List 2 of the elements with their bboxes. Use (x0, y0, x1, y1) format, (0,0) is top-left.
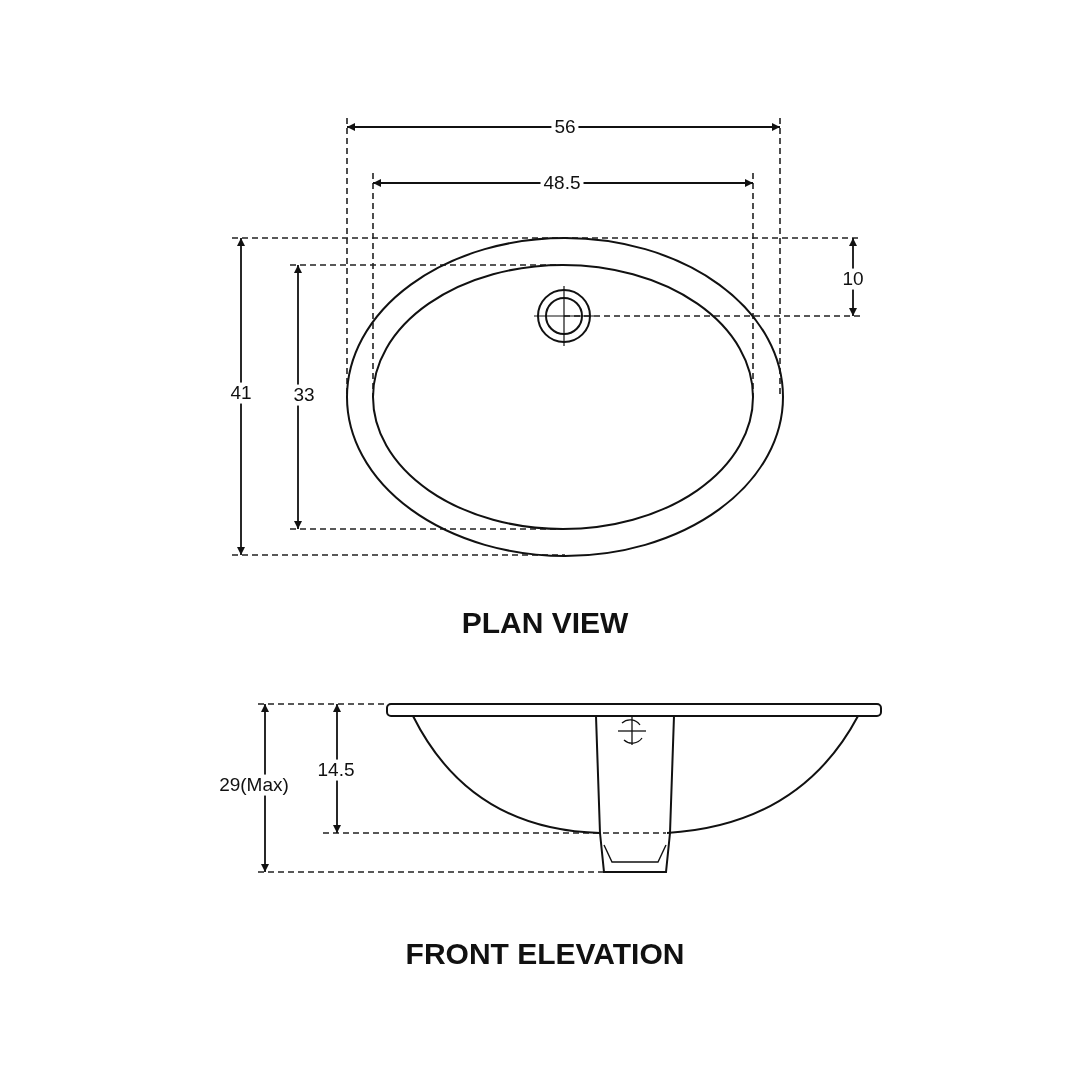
view-title: PLAN VIEW (461, 605, 629, 639)
view-title: FRONT ELEVATION (405, 936, 685, 970)
